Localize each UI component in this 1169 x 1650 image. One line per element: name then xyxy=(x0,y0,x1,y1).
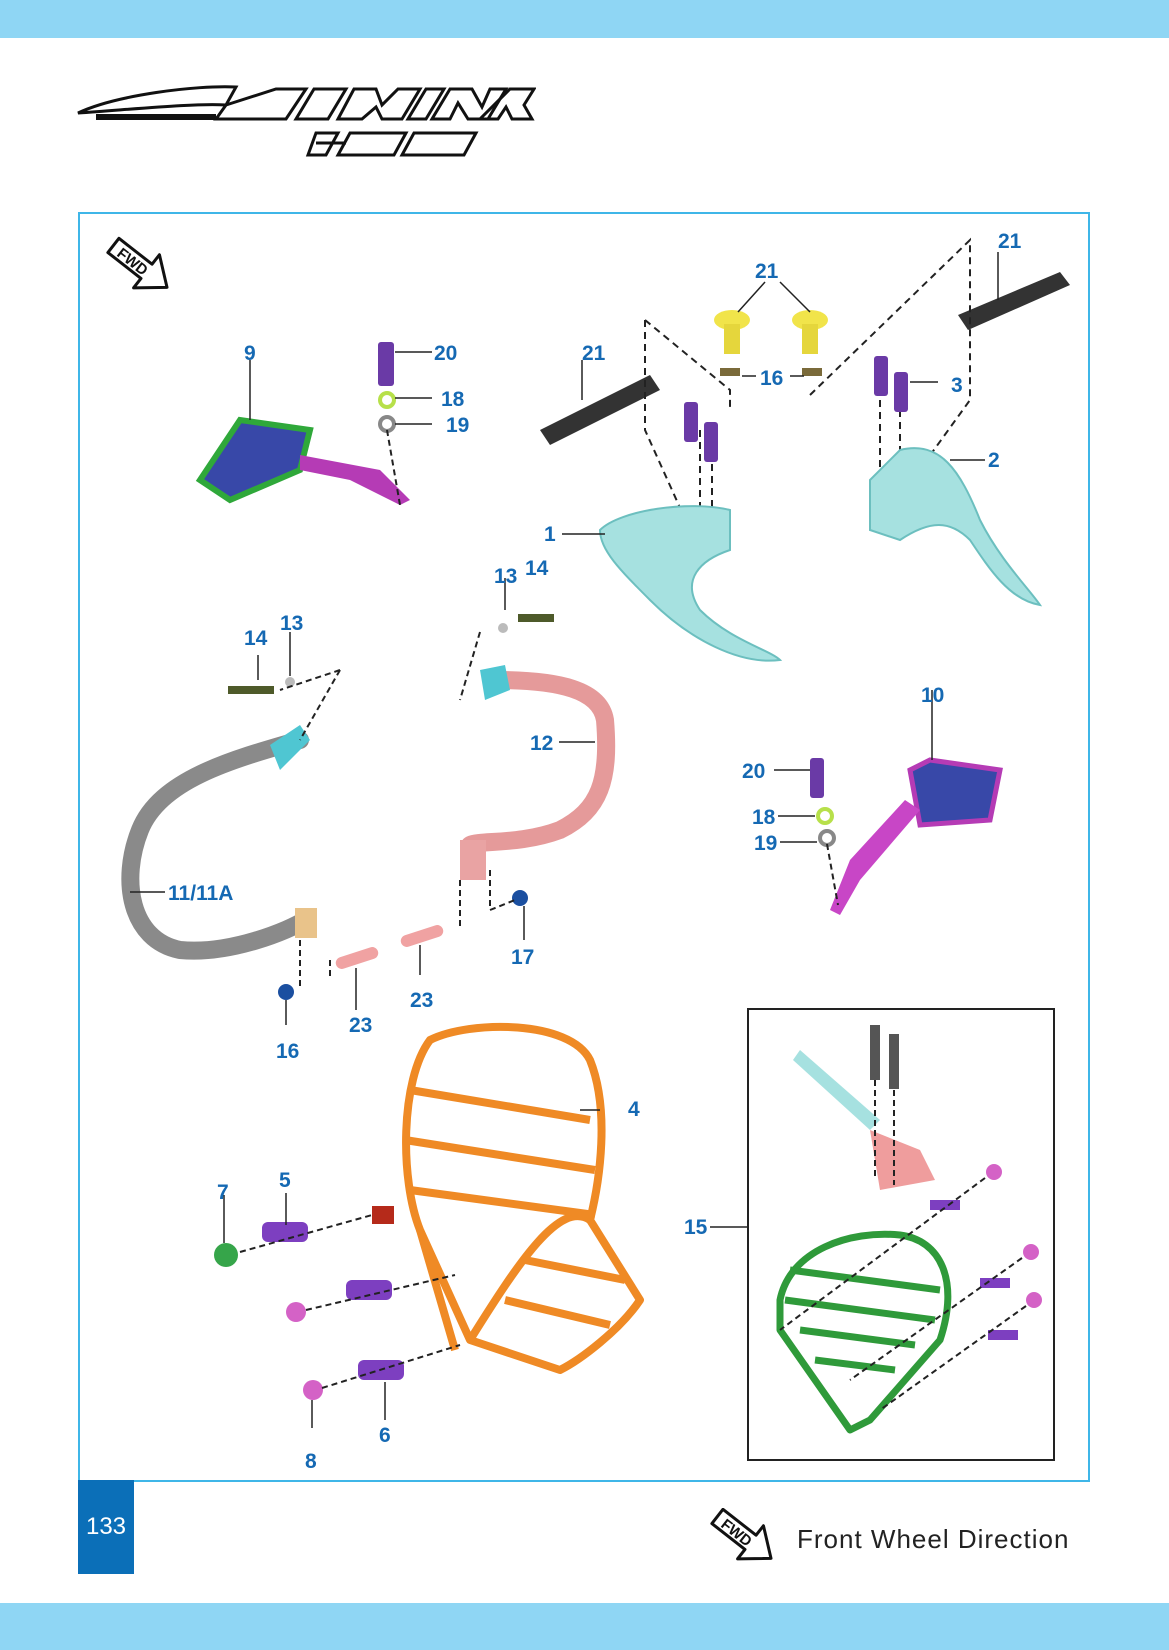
bolt-20-right xyxy=(810,758,824,798)
callout-16-right: 17 xyxy=(511,946,534,969)
bottom-band xyxy=(0,1603,1169,1650)
callout-4: 4 xyxy=(628,1098,640,1121)
callout-23-right: 23 xyxy=(410,989,433,1012)
callout-21-right: 21 xyxy=(998,230,1022,253)
bolt-22-left xyxy=(714,310,750,354)
dominar-400-logo xyxy=(77,85,536,157)
strip-21-right xyxy=(958,272,1070,330)
cap-7 xyxy=(214,1243,238,1267)
callout-22: 21 xyxy=(755,260,779,283)
bolt-3-a xyxy=(874,356,888,396)
callout-18-right: 18 xyxy=(752,806,776,829)
callout-19-right: 19 xyxy=(754,832,777,855)
callout-14-right: 14 xyxy=(525,557,549,580)
pin-23-right xyxy=(400,925,444,947)
bolt-5b xyxy=(346,1280,392,1300)
callout-1: 1 xyxy=(544,523,556,546)
callout-5: 5 xyxy=(279,1169,291,1192)
callout-15: 16 xyxy=(760,367,783,390)
inset-17-assembly xyxy=(776,1025,1042,1434)
bolt-14-left xyxy=(228,686,274,694)
callout-13-left: 13 xyxy=(280,612,303,635)
callout-19-left: 19 xyxy=(446,414,469,437)
callout-12: 12 xyxy=(530,732,553,755)
callout-3: 3 xyxy=(951,374,963,397)
carrier-rack-4-part xyxy=(402,1022,644,1374)
washer-13-left xyxy=(285,677,295,687)
bolt-20-left xyxy=(378,342,394,386)
callout-23-left: 23 xyxy=(349,1014,372,1037)
bolt-3-b xyxy=(894,372,908,412)
fwd-arrow-icon: FWD xyxy=(106,236,169,290)
washer-19-right xyxy=(818,829,836,847)
bolt-22-right xyxy=(792,310,828,354)
diagram-frame xyxy=(78,212,1090,1482)
callout-10: 10 xyxy=(921,684,944,707)
callout-18-left: 18 xyxy=(441,388,465,411)
guard-12-part xyxy=(461,671,616,854)
bolt-clamp-1-b xyxy=(704,422,718,462)
washer-18-right xyxy=(816,807,834,825)
page-number: 133 xyxy=(78,1480,134,1574)
callout-17: 15 xyxy=(684,1216,708,1239)
callout-13-right: 13 xyxy=(494,565,517,588)
callout-20-right: 20 xyxy=(742,760,765,783)
callout-16-left: 16 xyxy=(276,1040,299,1063)
washer-15-right xyxy=(802,368,822,376)
legend-text: Front Wheel Direction xyxy=(797,1524,1070,1554)
strip-21-left xyxy=(540,375,660,445)
guard-11-part xyxy=(121,731,314,960)
bolt-clamp-1-a xyxy=(684,402,698,442)
mirror-left-part xyxy=(195,416,410,505)
lever-2-part xyxy=(869,447,1043,607)
callout-6: 6 xyxy=(379,1424,391,1447)
nut-16-right xyxy=(512,890,528,906)
callout-14-left: 14 xyxy=(244,627,268,650)
callout-2: 2 xyxy=(988,449,1000,472)
callout-11-11a: 11/11A xyxy=(168,882,233,905)
callout-9: 9 xyxy=(244,342,256,365)
washer-15-left xyxy=(720,368,740,376)
nut-16-left xyxy=(278,984,294,1000)
fwd-legend-icon: FWD xyxy=(710,1508,773,1561)
cap-8a xyxy=(286,1302,306,1322)
inset-17-box xyxy=(747,1008,1055,1461)
callout-21-left: 21 xyxy=(582,342,606,365)
callout-8: 8 xyxy=(305,1450,317,1473)
washer-18-left xyxy=(378,391,396,409)
top-band xyxy=(0,0,1169,38)
lever-1-part xyxy=(598,505,783,662)
mirror-right-part xyxy=(830,757,1003,915)
washer-13-right xyxy=(498,623,508,633)
bolt-14-right xyxy=(518,614,554,622)
cap-8b xyxy=(303,1380,323,1400)
bolt-5 xyxy=(262,1222,308,1242)
callout-7: 7 xyxy=(217,1181,229,1204)
callout-20-left: 20 xyxy=(434,342,457,365)
washer-19-left xyxy=(378,415,396,433)
pin-23-left xyxy=(335,947,379,969)
